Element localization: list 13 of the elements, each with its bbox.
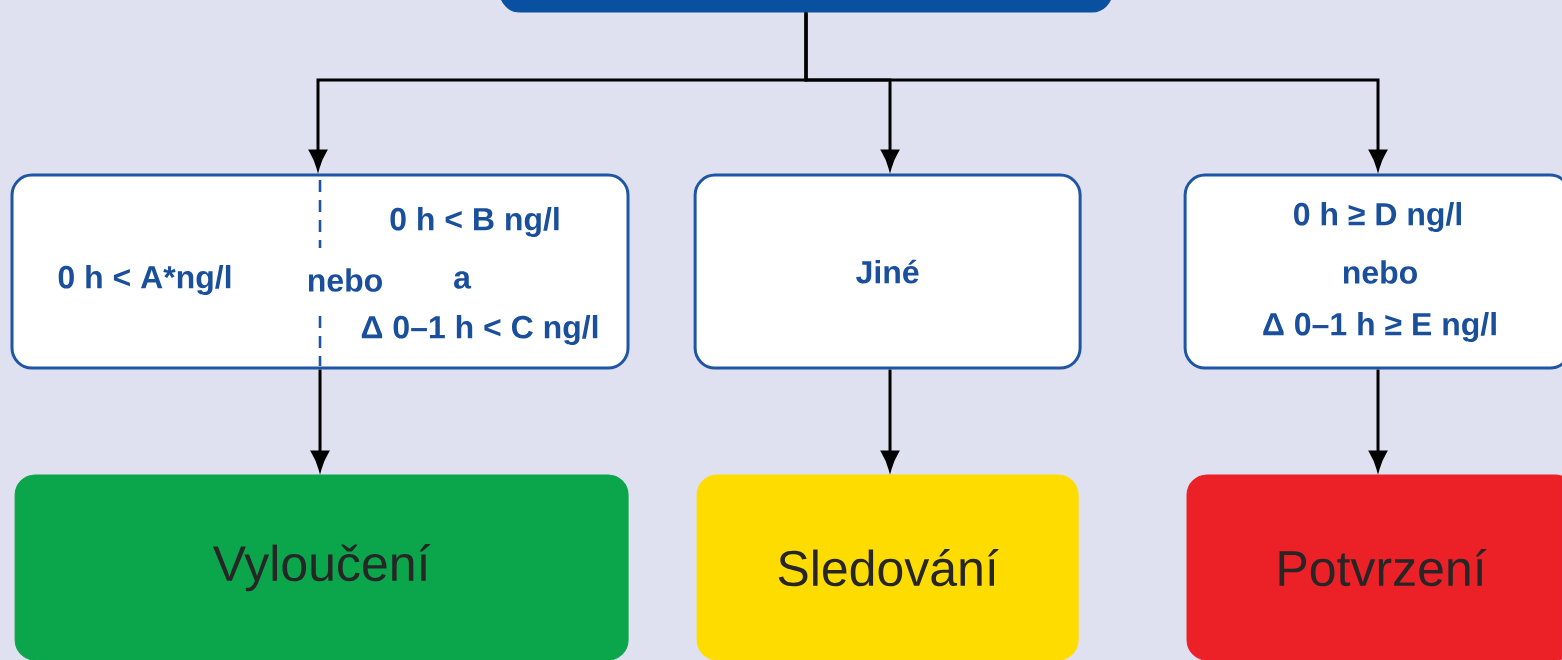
condition-box: Jiné <box>693 173 1082 370</box>
condition-text: 0 h < B ng/l <box>390 207 559 237</box>
outcome-box: Potvrzení <box>1186 474 1562 660</box>
header-box <box>499 0 1113 13</box>
outcome-box: Vyloučení <box>14 474 629 660</box>
condition-text: 0 h ≥ D ng/l <box>1294 202 1461 232</box>
outcome-box: Sledování <box>696 474 1079 660</box>
condition-text: 0 h < A*ng/l <box>58 265 231 295</box>
condition-text: nebo <box>1343 260 1417 284</box>
condition-text: a <box>454 271 472 289</box>
condition-text: nebo <box>308 268 382 292</box>
condition-text: Δ 0–1 h ≥ E ng/l <box>1263 312 1496 342</box>
condition-text: Δ 0–1 h < C ng/l <box>361 315 598 345</box>
